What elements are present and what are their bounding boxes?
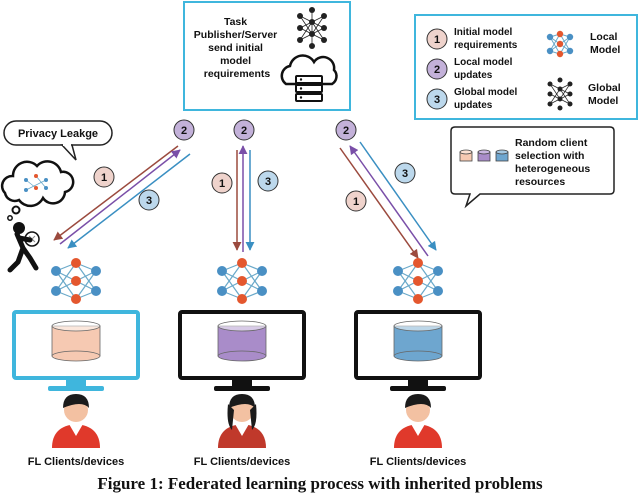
client-3: FL Clients/devices xyxy=(354,258,482,468)
database-icon-purple xyxy=(477,149,491,162)
global-model-network-icon xyxy=(297,7,327,49)
step-2-badge xyxy=(426,58,448,80)
random-selection-callout: Random client selection with heterogeneo… xyxy=(450,126,615,209)
step-1-badge xyxy=(426,28,448,50)
svg-text:1: 1 xyxy=(101,172,107,184)
local-model-network-icon xyxy=(393,258,443,304)
local-model-icon xyxy=(546,30,574,58)
local-model-network-icon xyxy=(51,258,101,304)
svg-text:1: 1 xyxy=(219,178,225,190)
badge-right-2: 2 xyxy=(335,119,357,141)
badge-mid-3: 3 xyxy=(257,170,279,192)
thought-cloud-icon xyxy=(0,160,75,221)
svg-text:Privacy Leakge: Privacy Leakge xyxy=(18,128,98,140)
global-model-icon xyxy=(547,77,573,111)
badge-mid-2: 2 xyxy=(233,119,255,141)
server-text: Task Publisher/Server send initial model… xyxy=(194,16,280,80)
client-label: FL Clients/devices xyxy=(194,456,290,468)
client-label: FL Clients/devices xyxy=(28,456,124,468)
badge-left-2: 2 xyxy=(173,119,195,141)
local-model-network-icon xyxy=(217,258,267,304)
badge-right-1: 1 xyxy=(345,190,367,212)
badge-left-3: 3 xyxy=(138,189,160,211)
client-1: FL Clients/devices xyxy=(12,258,140,468)
arrows-left xyxy=(53,145,191,249)
figure-caption: Figure 1: Federated learning process wit… xyxy=(97,474,543,493)
cloud-server-icon xyxy=(280,54,338,102)
arrows-middle xyxy=(232,145,255,252)
server-box: Task Publisher/Server send initial model… xyxy=(183,1,351,111)
badge-left-1: 1 xyxy=(93,166,115,188)
svg-text:3: 3 xyxy=(402,168,408,180)
user-avatar-icon xyxy=(52,394,100,448)
svg-text:2: 2 xyxy=(241,125,247,137)
step-badges: 2 1 3 2 1 3 2 3 1 xyxy=(93,119,416,212)
svg-text:3: 3 xyxy=(265,176,271,188)
svg-text:2: 2 xyxy=(434,64,440,76)
step-3-badge xyxy=(426,88,448,110)
svg-text:Random client selection: Random client selection with heterogeneo… xyxy=(515,137,593,188)
clients: FL Clients/devices FL Clients/devices FL C… xyxy=(12,258,482,468)
svg-text:1: 1 xyxy=(353,196,359,208)
badge-mid-1: 1 xyxy=(211,172,233,194)
thief-icon xyxy=(7,222,40,273)
svg-text:1: 1 xyxy=(434,34,440,46)
client-label: FL Clients/devices xyxy=(370,456,466,468)
badge-right-3: 3 xyxy=(394,162,416,184)
database-icon-blue xyxy=(495,149,509,162)
database-icon-peach xyxy=(459,149,473,162)
svg-text:2: 2 xyxy=(181,125,187,137)
arrows-right xyxy=(339,141,437,259)
svg-text:3: 3 xyxy=(146,195,152,207)
database-icon xyxy=(51,320,101,362)
svg-text:3: 3 xyxy=(434,94,440,106)
user-avatar-icon xyxy=(218,394,266,448)
database-icon xyxy=(393,320,443,362)
user-avatar-icon xyxy=(394,394,442,448)
database-icon xyxy=(217,320,267,362)
client-2: FL Clients/devices xyxy=(178,258,306,468)
privacy-leakage-callout: Privacy Leakge xyxy=(3,120,113,161)
svg-text:2: 2 xyxy=(343,125,349,137)
